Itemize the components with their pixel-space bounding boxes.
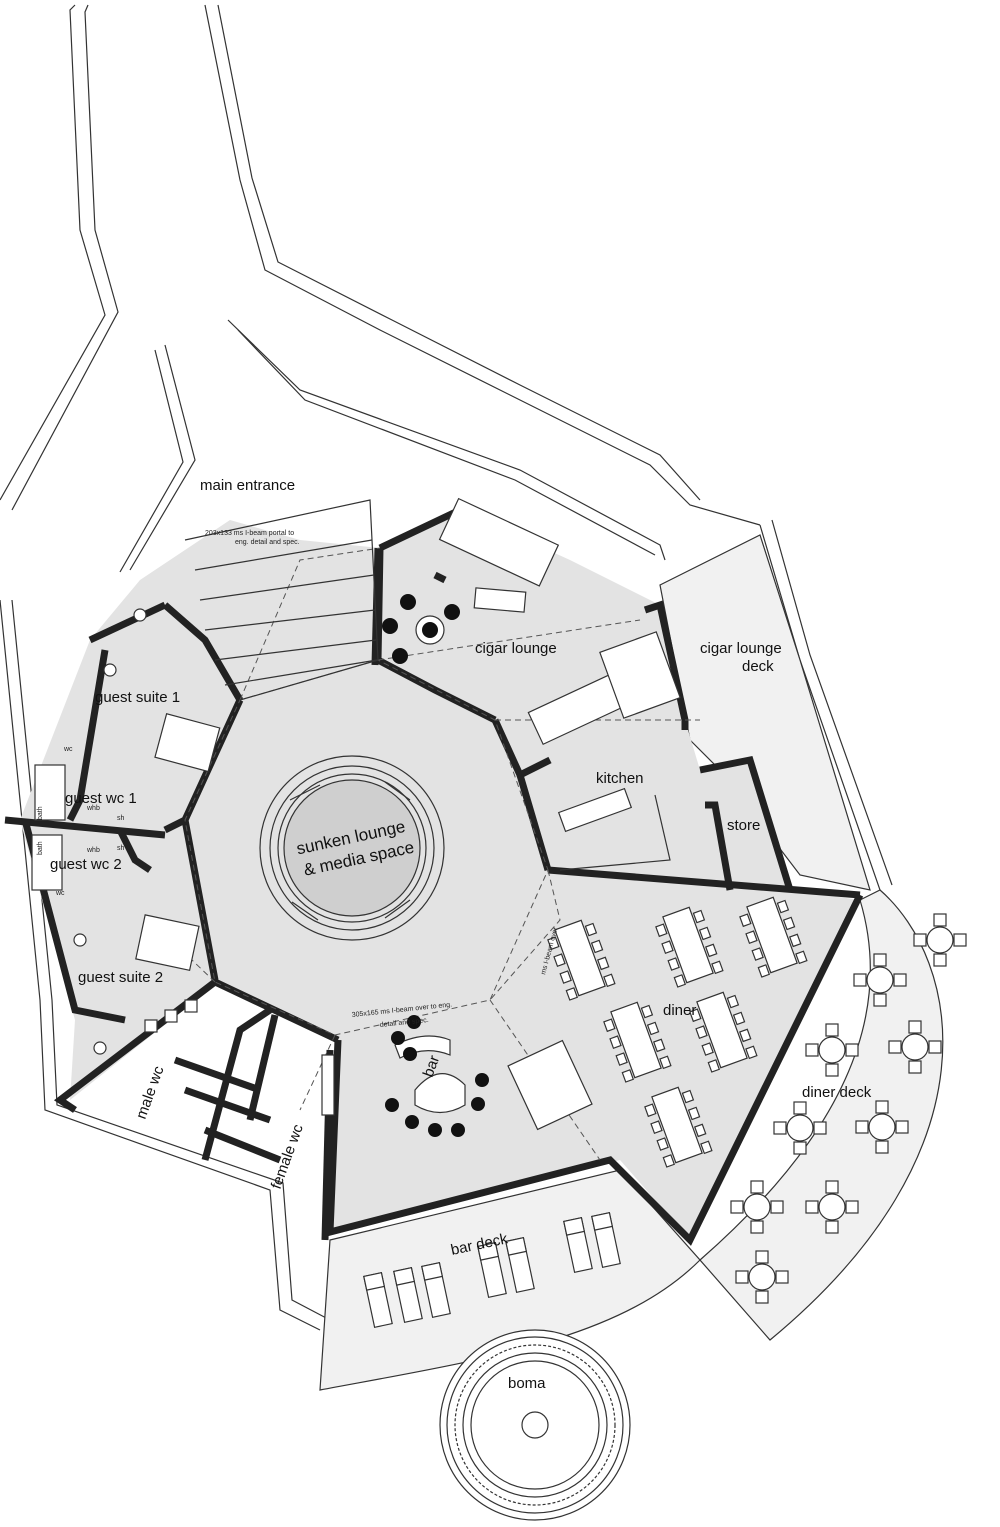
- fixture-bath-2: bath: [37, 841, 44, 855]
- kitchen-fittings: [557, 787, 671, 871]
- label-cigar-lounge: cigar lounge: [475, 640, 557, 657]
- label-guest-suite-2: guest suite 2: [78, 969, 163, 986]
- diner-table: [739, 896, 808, 978]
- deck-table: [805, 1180, 859, 1234]
- deck-loungers: [363, 1211, 621, 1329]
- diner-table: [547, 919, 616, 1001]
- label-guest-suite-1: guest suite 1: [95, 689, 180, 706]
- deck-table: [853, 953, 907, 1007]
- diner-tables: [547, 896, 808, 1168]
- sunken-lounge: [259, 755, 445, 941]
- site-outline: [0, 4, 893, 1331]
- note-entrance-beam-1: 203x133 ms I-beam portal to: [205, 530, 294, 537]
- lounger: [591, 1211, 621, 1269]
- fixture-whb-1: whb: [86, 805, 100, 812]
- deck-table: [730, 1180, 784, 1234]
- fixture-whb-2: whb: [86, 847, 100, 854]
- label-guest-wc-1: guest wc 1: [65, 790, 137, 807]
- deck-table: [855, 1100, 909, 1154]
- entrance-steps: [184, 499, 379, 701]
- label-cigar-lounge-deck-2: deck: [742, 658, 774, 675]
- cigar-lounge-furniture: [382, 497, 681, 746]
- deck-table: [888, 1020, 942, 1074]
- diner-table: [689, 991, 758, 1073]
- diner-table: [644, 1086, 713, 1168]
- deck-table: [773, 1101, 827, 1155]
- diner-deck-tables: [730, 913, 967, 1304]
- label-kitchen: kitchen: [596, 770, 644, 787]
- label-guest-wc-2: guest wc 2: [50, 856, 122, 873]
- label-male-wc: male wc: [133, 1063, 168, 1121]
- label-bar: bar: [420, 1053, 443, 1079]
- fixture-bath-1: bath: [37, 806, 44, 820]
- lounger: [477, 1241, 507, 1299]
- label-diner-deck: diner deck: [802, 1084, 872, 1101]
- bar-fittings: [385, 1015, 593, 1137]
- label-store: store: [727, 817, 760, 834]
- label-main-entrance: main entrance: [200, 477, 295, 494]
- lounger: [563, 1216, 593, 1274]
- cigar-lounge-deck: [659, 534, 871, 891]
- walls: [4, 506, 864, 1246]
- label-boma: boma: [508, 1375, 546, 1392]
- note-entrance-beam-2: eng. detail and spec.: [235, 539, 300, 546]
- boma-structure: [439, 1329, 631, 1521]
- fixture-sh-1: sh: [117, 815, 125, 822]
- deck-table: [735, 1250, 789, 1304]
- deck-table: [805, 1023, 859, 1077]
- guest-suite-fittings: [31, 608, 221, 1055]
- diner-table: [655, 906, 724, 988]
- diner-table: [603, 1001, 672, 1083]
- lounger: [363, 1271, 393, 1329]
- wc-partitions: [144, 999, 335, 1164]
- lounger: [421, 1261, 451, 1319]
- fixture-wc-1: wc: [63, 746, 73, 753]
- deck-table: [913, 913, 967, 967]
- lounger: [393, 1266, 423, 1324]
- label-diner: diner: [663, 1002, 696, 1019]
- label-cigar-lounge-deck-1: cigar lounge: [700, 640, 782, 657]
- fixture-wc-2: wc: [55, 890, 65, 897]
- fixture-sh-2: sh: [117, 845, 125, 852]
- lounger: [505, 1236, 535, 1294]
